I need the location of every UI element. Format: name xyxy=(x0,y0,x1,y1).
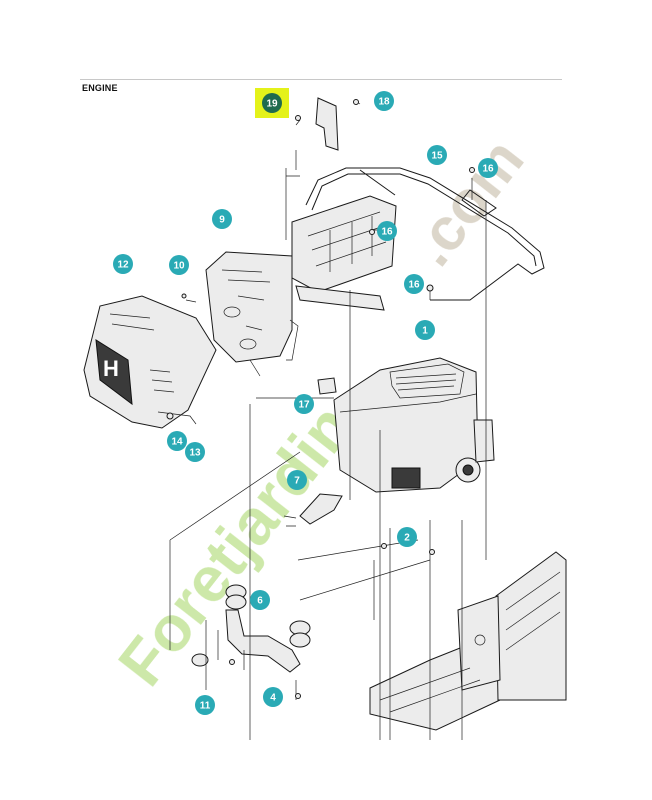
watermark-text-com: .com xyxy=(397,126,536,278)
svg-text:16: 16 xyxy=(482,164,494,175)
svg-text:12: 12 xyxy=(117,260,129,271)
svg-text:9: 9 xyxy=(219,215,225,226)
callout-13[interactable]: 13 xyxy=(185,442,205,462)
engine-mount-bracket xyxy=(291,195,397,311)
callout-16-low[interactable]: 16 xyxy=(404,274,424,294)
section-title: ENGINE xyxy=(82,83,118,93)
shroud-part-9 xyxy=(205,251,299,363)
svg-text:11: 11 xyxy=(200,701,211,712)
svg-text:15: 15 xyxy=(431,151,443,162)
callout-10[interactable]: 10 xyxy=(169,255,189,275)
svg-text:10: 10 xyxy=(173,261,185,272)
svg-text:7: 7 xyxy=(294,476,300,487)
svg-text:6: 6 xyxy=(257,596,263,607)
callout-18[interactable]: 18 xyxy=(374,91,394,111)
leader-lines xyxy=(169,150,487,740)
callout-6[interactable]: 6 xyxy=(250,590,270,610)
callout-2[interactable]: 2 xyxy=(397,527,417,547)
title-rule xyxy=(80,79,562,80)
svg-text:14: 14 xyxy=(171,437,183,448)
bracket-part-19 xyxy=(295,97,361,151)
callout-7[interactable]: 7 xyxy=(287,470,307,490)
svg-text:1: 1 xyxy=(422,326,428,337)
callout-1[interactable]: 1 xyxy=(415,320,435,340)
svg-text:17: 17 xyxy=(298,400,310,411)
callout-19[interactable]: 19 xyxy=(262,93,282,113)
heat-shield-part-7 xyxy=(283,493,343,527)
exhaust-pipe-part-6 xyxy=(191,584,311,673)
callout-16-top[interactable]: 16 xyxy=(478,158,498,178)
callout-11[interactable]: 11 xyxy=(195,695,215,715)
callout-15[interactable]: 15 xyxy=(427,145,447,165)
fuel-fitting-part-17 xyxy=(317,377,337,395)
callout-16-mid[interactable]: 16 xyxy=(377,221,397,241)
fasteners xyxy=(166,99,475,699)
callout-9[interactable]: 9 xyxy=(212,209,232,229)
hood-part-12: H xyxy=(83,295,217,429)
svg-text:18: 18 xyxy=(378,97,390,108)
svg-text:13: 13 xyxy=(189,448,201,459)
callout-17[interactable]: 17 xyxy=(294,394,314,414)
svg-text:4: 4 xyxy=(270,693,276,704)
callout-14[interactable]: 14 xyxy=(167,431,187,451)
svg-text:16: 16 xyxy=(408,280,420,291)
chassis-frame xyxy=(369,551,567,731)
svg-text:19: 19 xyxy=(266,99,278,110)
callout-12[interactable]: 12 xyxy=(113,254,133,274)
callout-4[interactable]: 4 xyxy=(263,687,283,707)
engine-part-1 xyxy=(333,357,495,493)
brand-logo-mark: H xyxy=(103,356,119,381)
svg-text:16: 16 xyxy=(381,227,393,238)
frame-handle-part-15 xyxy=(305,167,545,301)
watermark-text-main: Foretjardin xyxy=(104,391,367,699)
svg-text:2: 2 xyxy=(404,533,410,544)
